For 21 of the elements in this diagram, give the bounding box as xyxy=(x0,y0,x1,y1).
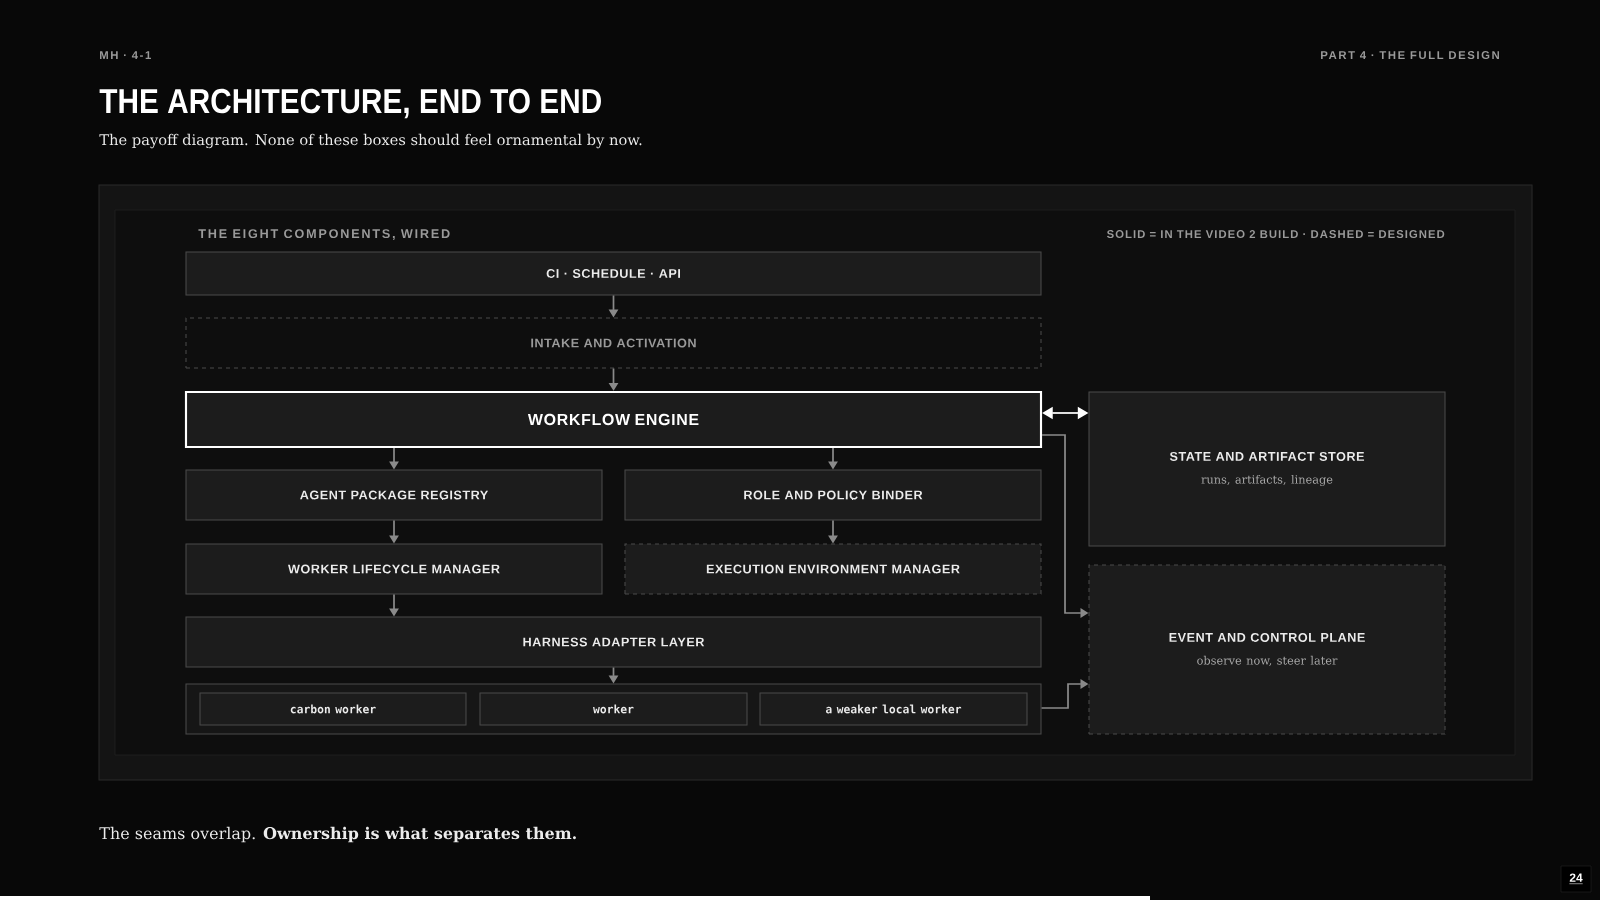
component-box: STATE AND ARTIFACT STORE runs, artifacts, lineage xyxy=(1088,391,1446,547)
section-label: PART 4 · THE FULL DESIGN xyxy=(1321,51,1499,60)
component-box: CI · SCHEDULE · API xyxy=(185,251,1042,296)
component-box: EXECUTION ENVIRONMENT MANAGER xyxy=(624,543,1042,595)
page-number: 24 xyxy=(1560,865,1592,893)
component-box: INTAKE AND ACTIVATION xyxy=(185,317,1042,369)
panel-heading: THE EIGHT COMPONENTS, WIRED xyxy=(198,229,450,240)
caption: The seams overlap. Ownership is what separates them. xyxy=(99,826,576,843)
worker-box: carbon worker xyxy=(199,692,467,726)
component-box: HARNESS ADAPTER LAYER xyxy=(185,616,1042,668)
worker-box: a weaker local worker xyxy=(759,692,1028,726)
slide-code: MH · 4-1 xyxy=(100,51,151,59)
engine-box: WORKFLOW ENGINE xyxy=(184,390,1043,449)
legend-note: SOLID = IN THE VIDEO 2 BUILD · DASHED = DESIGNED xyxy=(1106,230,1445,239)
component-box: EVENT AND CONTROL PLANE observe now, steer later xyxy=(1088,564,1446,735)
component-box: WORKER LIFECYCLE MANAGER xyxy=(185,543,603,595)
slide-title: THE ARCHITECTURE, END TO END xyxy=(99,88,601,119)
worker-box: worker xyxy=(479,692,748,726)
subtitle: The payoff diagram. None of these boxes should feel ornamental by now. xyxy=(99,133,642,149)
component-box: ROLE AND POLICY BINDER xyxy=(624,469,1042,521)
component-box: AGENT PACKAGE REGISTRY xyxy=(185,469,603,521)
